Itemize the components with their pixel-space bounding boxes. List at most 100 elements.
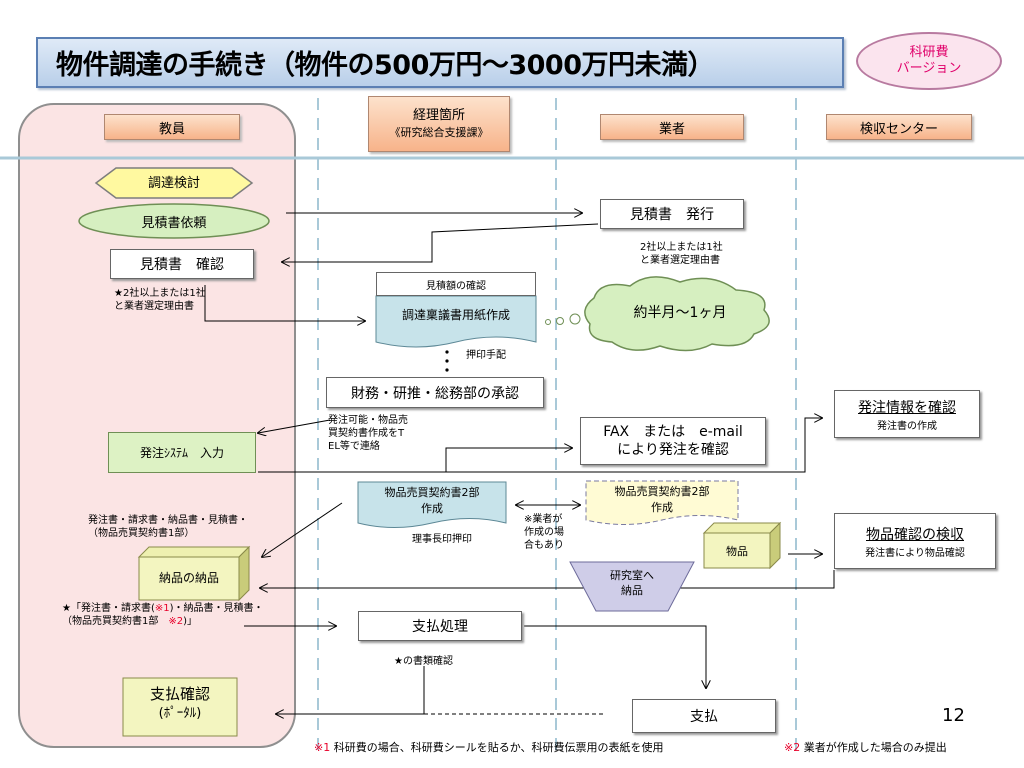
quote-confirm-note: ★2社以上または1社 と業者選定理由書 (114, 287, 206, 313)
contract-accounting-label: 物品売買契約書2部 作成 (358, 485, 506, 517)
arrow-contract-docs (262, 502, 343, 557)
quote-request-label: 見積書依頼 (141, 216, 207, 231)
cloud-duration (545, 276, 770, 352)
payment-label: 支払 (690, 709, 718, 725)
lane-label: 業者 (658, 121, 685, 137)
fax-email-box: FAX または e-mail により発注を確認 (580, 417, 766, 465)
note-line: 2社以上または1社 (640, 242, 723, 253)
hexagon-procurement-review (94, 167, 254, 199)
fax-line: により発注を確認 (617, 442, 729, 458)
notify-note: 発注可能・物品売 買契約書作成をT EL等で連絡 (328, 414, 408, 453)
procurement-review-label: 調達検討 (147, 176, 200, 191)
quote-issue-note: 2社以上または1社 と業者選定理由書 (640, 241, 723, 267)
payment-process-label: 支払処理 (412, 619, 468, 635)
footnote-mark: ※2 (168, 616, 184, 627)
title-banner: 物件調達の手続き（物件の500万円～3000万円未満） (36, 37, 844, 88)
contract-line: 物品売買契約書2部 (384, 486, 480, 499)
box-payment-confirm-3d (122, 677, 238, 737)
note-line: ★「発注書・請求書(※1)・納品書・見積書・ (62, 602, 264, 615)
order-info-label: 発注情報を確認 (858, 399, 956, 416)
document-contract-vendor (585, 480, 739, 525)
doc-check-label: ★の書類確認 (394, 656, 453, 667)
payment-docs-note: ★「発注書・請求書(※1)・納品書・見積書・ （物品売買契約書1部 ※2)」 (62, 602, 264, 628)
order-system-box: 発注ｼｽﾃﾑ 入力 (108, 432, 256, 473)
lane-header-accounting: 経理箇所 《研究総合支援課》 (368, 96, 510, 152)
lab-line: 研究室へ (610, 569, 654, 582)
note-line: 発注可能・物品売 (328, 415, 408, 426)
director-seal-label: 理事長印押印 (412, 534, 472, 545)
footnote-mark: ※2 (784, 741, 801, 754)
lane-header-inspection: 検収センター (826, 114, 972, 140)
note-text: ★「発注書・請求書( (62, 603, 155, 614)
badge-line2: バージョン (896, 61, 962, 76)
footnote-text: 科研費の場合、科研費シールを貼るか、科研費伝票用の表紙を使用 (333, 741, 664, 754)
note-line: ★2社以上または1社 (114, 288, 206, 299)
note-line: 合もあり (524, 540, 564, 551)
lane-header-vendor: 業者 (600, 114, 744, 140)
ellipsis-dot (445, 350, 449, 354)
note-line: 買契約書作成をT (328, 428, 405, 439)
approval-form-label: 調達稟議書用紙作成 (401, 308, 510, 322)
docs-note: 発注書・請求書・納品書・見積書・ （物品売買契約書1部） (88, 514, 248, 540)
lane-label: 経理箇所 (412, 108, 465, 123)
note-line: 発注書・請求書・納品書・見積書・ (88, 515, 248, 526)
dept-approval-box: 財務・研推・総務部の承認 (326, 377, 544, 408)
goods-check-box: 物品確認の検収 発注書により物品確認 (834, 513, 996, 569)
note-line: （物品売買契約書1部 ※2)」 (62, 615, 264, 628)
dept-approval-label: 財務・研推・総務部の承認 (351, 385, 519, 402)
badge-line1: 科研費 (909, 45, 949, 60)
document-contract-accounting (357, 481, 507, 528)
ellipse-quote-request (78, 203, 270, 239)
note-line: と業者選定理由書 (640, 255, 720, 266)
page-title: 物件調達の手続き（物件の500万円～3000万円未満） (56, 50, 715, 81)
ellipsis-dot (445, 359, 449, 363)
note-line: ※業者が (524, 514, 563, 525)
duration-label: 約半月～1ヶ月 (633, 305, 727, 321)
box-delivery-3d (137, 545, 251, 602)
quote-amount-check-label: 見積額の確認 (426, 280, 486, 292)
vendor-note: ※業者が 作成の場 合もあり (524, 513, 564, 552)
order-info-box: 発注情報を確認 発注書の作成 (834, 390, 980, 438)
fax-line: FAX または e-mail (603, 424, 743, 440)
note-line: 作成の場 (524, 527, 564, 538)
lane-label: 教員 (158, 121, 185, 137)
order-system-label: 発注ｼｽﾃﾑ 入力 (139, 446, 224, 460)
goods-check-sublabel: 発注書により物品確認 (865, 547, 965, 559)
note-text: )・納品書・見積書・ (169, 603, 264, 614)
goods-check-label: 物品確認の検収 (866, 526, 964, 543)
arrow-to-payment (524, 625, 706, 688)
note-line: （物品売買契約書1部） (88, 528, 195, 539)
version-badge: 科研費 バージョン (856, 32, 1002, 90)
contract-line: 作成 (421, 502, 443, 515)
payment-confirm-box: 支払確認 (ﾎﾟｰﾀﾙ) (123, 684, 237, 724)
quote-confirm-label: 見積書 確認 (140, 257, 224, 273)
goods-label: 物品 (726, 545, 748, 558)
contract-line: 物品売買契約書2部 (614, 485, 710, 498)
contract-vendor-label: 物品売買契約書2部 作成 (586, 484, 738, 516)
lab-delivery-label: 研究室へ 納品 (586, 568, 678, 598)
arrow-to-payment-confirm (276, 666, 425, 714)
note-line: EL等で連絡 (328, 441, 380, 452)
footnote-1: ※1 科研費の場合、科研費シールを貼るか、科研費伝票用の表紙を使用 (314, 739, 664, 755)
payment-process-box: 支払処理 (358, 611, 522, 641)
note-text: （物品売買契約書1部 (62, 616, 169, 627)
arrow-quote-return (282, 223, 599, 262)
note-text: )」 (183, 616, 198, 627)
page-number: 12 (942, 705, 965, 726)
contract-line: 作成 (651, 501, 673, 514)
order-info-sublabel: 発注書の作成 (877, 420, 937, 432)
lab-line: 納品 (621, 584, 643, 597)
document-approval-form (375, 295, 537, 348)
quote-issue-label: 見積書 発行 (630, 207, 714, 223)
lane-header-faculty: 教員 (104, 114, 240, 140)
payment-confirm-sublabel: (ﾎﾟｰﾀﾙ) (158, 706, 202, 721)
arrow-to-order-info (446, 418, 822, 473)
arrow-delivery-return (260, 570, 835, 588)
seal-arrange-label: 押印手配 (466, 350, 506, 361)
quote-issue-box: 見積書 発行 (600, 199, 744, 229)
trapezoid-lab-delivery (569, 561, 695, 612)
delivery-label: 納品の納品 (158, 571, 219, 585)
arrow-notify (258, 419, 331, 433)
lane-label: 検収センター (859, 121, 938, 137)
